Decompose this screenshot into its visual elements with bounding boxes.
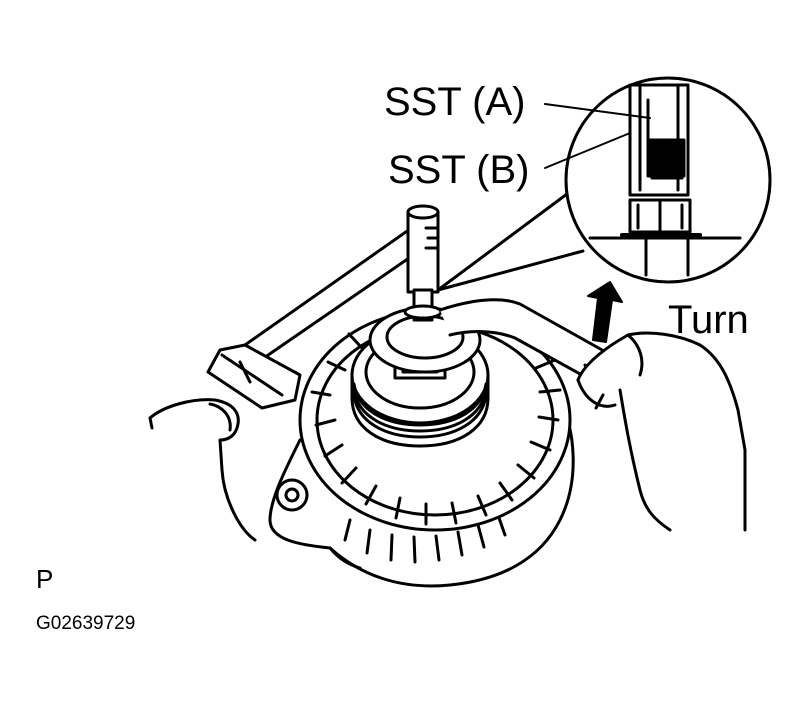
- left-hand: [148, 398, 257, 542]
- sst-a-label: SST (A): [384, 80, 526, 124]
- figure-code: G02639729: [36, 613, 136, 634]
- corner-letter: P: [36, 564, 54, 594]
- turn-label: Turn: [668, 298, 749, 342]
- up-arrow-icon: [587, 281, 623, 343]
- sst-b-label: SST (B): [388, 148, 530, 192]
- detail-callout: [436, 76, 772, 292]
- torque-wrench: [206, 220, 430, 410]
- leader-lines: [544, 103, 651, 169]
- right-hand: [576, 331, 747, 532]
- sst-shaft: [403, 204, 443, 322]
